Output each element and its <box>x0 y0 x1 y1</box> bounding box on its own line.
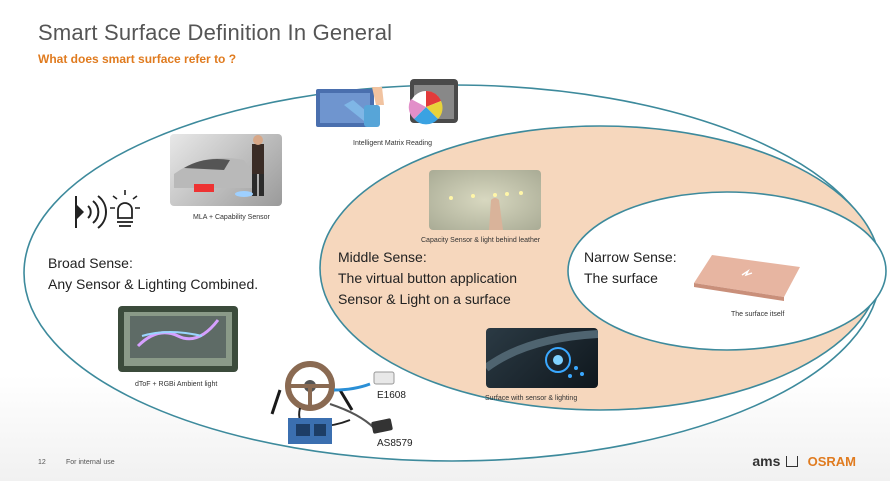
ams-osram-logo: ams OSRAM <box>752 453 856 469</box>
steering-wheel-image <box>270 361 395 444</box>
caption-dtof-ambient: dToF + RGBi Ambient light <box>135 381 218 388</box>
slide-subtitle: What does smart surface refer to ? <box>38 52 237 66</box>
sensor-waves-icon <box>75 195 107 229</box>
caption-mla-sensor: MLA + Capability Sensor <box>193 214 270 221</box>
mla-car-image <box>170 134 282 206</box>
label-e1608: E1608 <box>377 390 406 401</box>
dtof-ambient-image <box>118 306 238 372</box>
broad-sense-text: Broad Sense: Any Sensor & Lighting Combi… <box>48 253 258 295</box>
surface-sensor-lighting-image <box>486 328 598 388</box>
middle-sense-line2: Sensor & Light on a surface <box>338 291 511 307</box>
logo-ams: ams <box>752 453 781 469</box>
broad-sense-description: Any Sensor & Lighting Combined. <box>48 276 259 292</box>
surface-itself-image <box>688 247 810 303</box>
narrow-sense-heading: Narrow Sense: <box>584 249 677 265</box>
narrow-sense-description: The surface <box>584 270 658 286</box>
matrix-reading-image <box>316 79 458 127</box>
broad-sense-heading: Broad Sense: <box>48 255 133 271</box>
middle-sense-heading: Middle Sense: <box>338 249 427 265</box>
slide-title: Smart Surface Definition In General <box>38 20 393 45</box>
page-number: 12 <box>38 459 46 466</box>
logo-osram: OSRAM <box>807 454 856 469</box>
caption-capacity-sensor: Capacity Sensor & light behind leather <box>421 237 541 244</box>
caption-surface-itself: The surface itself <box>731 311 785 318</box>
internal-use-note: For internal use <box>66 459 115 466</box>
capacity-leather-image <box>429 170 541 230</box>
middle-sense-line1: The virtual button application <box>338 270 517 286</box>
caption-surface-sensor-lighting: Surface with sensor & lighting <box>485 395 578 402</box>
logo-separator-icon <box>785 456 798 467</box>
narrow-sense-text: Narrow Sense: The surface <box>584 247 677 289</box>
caption-matrix-reading: Intelligent Matrix Reading <box>353 140 432 147</box>
light-bulb-icon <box>110 190 140 227</box>
middle-sense-text: Middle Sense: The virtual button applica… <box>338 247 517 310</box>
label-as8579: AS8579 <box>377 438 413 449</box>
